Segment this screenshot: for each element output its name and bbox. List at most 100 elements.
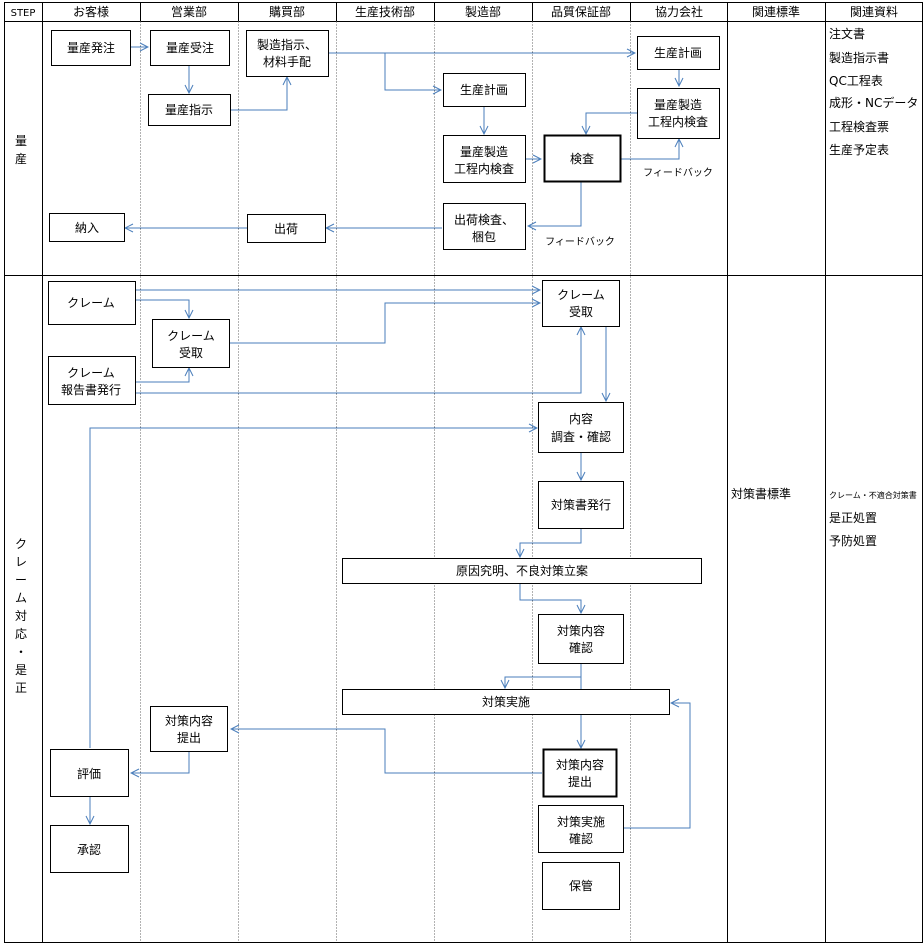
box-customer-claim[interactable] (48, 281, 136, 325)
label-ship: 出荷 (274, 222, 298, 236)
label-qa-inspect: 検査 (570, 152, 594, 166)
doc-inspection-sheet: 工程検査票 (829, 119, 889, 134)
header-related-documents: 関連資料 (850, 5, 898, 19)
label-feedback-mfg: フィードバック (545, 236, 615, 248)
box-mfg-plan[interactable] (443, 73, 526, 107)
connectors (90, 47, 691, 829)
box-deliver[interactable] (49, 213, 125, 242)
arrow-confirm-to-implement (505, 663, 582, 688)
label-qa-issue: 対策書発行 (551, 498, 611, 512)
box-implement[interactable] (342, 689, 670, 715)
label-sales-claim-receive-line2: 受取 (179, 346, 203, 360)
box-sales-submit[interactable] (150, 706, 228, 752)
box-qa-inspect[interactable] (543, 134, 622, 183)
box-sales-instruct[interactable] (148, 94, 231, 126)
step-mass-char-1: 量 (15, 134, 27, 148)
step-claim-char-6: 応 (15, 627, 27, 641)
step-claim-char-4: ム (15, 591, 27, 605)
box-customer-order[interactable] (51, 30, 131, 66)
arrow-sales-to-qa (230, 303, 540, 344)
box-qa-investigate[interactable] (538, 402, 624, 453)
header-manufacturing: 製造部 (465, 4, 501, 19)
label-qa-submit-line1: 対策内容 (556, 757, 604, 772)
step-claim-char-5: 対 (15, 609, 27, 623)
box-qa-submit[interactable] (542, 748, 618, 798)
label-feedback-partner: フィードバック (643, 167, 713, 179)
arrow-qa-feedback-partner (620, 139, 679, 160)
claim-labels: クレーム クレーム 報告書発行 クレーム 受取 クレーム 受取 内容 調査・確認… (61, 288, 611, 893)
arrow-impl-confirm-to-implement (624, 703, 691, 829)
box-qa-claim-receive[interactable] (542, 280, 620, 327)
doc-order: 注文書 (829, 26, 865, 41)
box-partner-inspect[interactable] (637, 88, 720, 139)
label-qa-claim-receive-line2: 受取 (569, 305, 593, 319)
header: STEP お客様 営業部 購買部 生産技術部 製造部 品質保証部 協力会社 関連… (11, 4, 898, 19)
label-ship-inspect-line1: 出荷検査、 (454, 213, 514, 227)
label-qa-investigate-line2: 調査・確認 (551, 429, 611, 444)
header-purchasing: 購買部 (269, 4, 305, 19)
box-qa-issue[interactable] (538, 481, 624, 529)
box-sales-receive[interactable] (150, 30, 230, 66)
box-customer-report[interactable] (48, 356, 136, 405)
header-related-standards: 関連標準 (752, 4, 800, 19)
label-store: 保管 (569, 878, 593, 893)
label-approve: 承認 (77, 842, 101, 857)
label-cause-analysis: 原因究明、不良対策立案 (456, 563, 588, 578)
box-ship[interactable] (247, 214, 326, 243)
header-step: STEP (11, 8, 36, 19)
arrow-issue-to-cause (520, 529, 582, 557)
label-mfg-plan: 生産計画 (460, 82, 508, 97)
label-customer-report-line2: 報告書発行 (61, 383, 121, 397)
step-labels: 量 産 ク レ ー ム 対 応 ・ 是 正 (15, 134, 27, 695)
box-purchase-instruct[interactable] (246, 30, 329, 77)
label-qa-submit-line2: 提出 (568, 774, 592, 789)
box-mfg-inspect[interactable] (443, 135, 526, 183)
box-sales-claim-receive[interactable] (152, 319, 230, 368)
header-quality-assurance: 品質保証部 (551, 4, 611, 19)
box-evaluate[interactable] (50, 749, 129, 797)
label-evaluate: 評価 (77, 766, 101, 781)
label-mfg-inspect-line1: 量産製造 (460, 144, 508, 159)
label-purchase-instruct-line1: 製造指示、 (257, 37, 317, 52)
doc-corrective-action: 是正処置 (829, 511, 877, 525)
step-claim-char-2: レ (15, 555, 27, 569)
label-qa-confirm-impl-line2: 確認 (569, 831, 593, 846)
box-qa-confirm-impl[interactable] (538, 805, 624, 853)
related-documents: 注文書 製造指示書 QC工程表 成形・NCデータ 工程検査票 生産予定表 クレー… (829, 26, 918, 548)
arrow-purchasing-to-mfg-plan (328, 52, 441, 90)
label-mfg-inspect-line2: 工程内検査 (454, 161, 514, 176)
claim-boxes (48, 280, 702, 910)
label-sales-submit-line1: 対策内容 (165, 713, 213, 728)
mass-boxes (49, 30, 720, 250)
label-sales-claim-receive-line1: クレーム (167, 329, 215, 343)
arrow-report-to-sales (136, 368, 189, 383)
lane-dividers (140, 21, 631, 943)
mass-labels: 量産発注 量産受注 量産指示 製造指示、 材料手配 生産計画 量産製造 工程内検… (67, 37, 708, 244)
arrow-partner-to-qa-inspect (586, 112, 638, 134)
box-store[interactable] (542, 862, 620, 910)
standard-claim: 対策書標準 (731, 486, 791, 501)
box-partner-plan[interactable] (637, 36, 720, 70)
outer-frame (4, 2, 923, 943)
arrow-sales-submit-to-evaluate (131, 751, 190, 773)
header-customer: お客様 (73, 4, 109, 19)
header-partner: 協力会社 (655, 4, 703, 19)
label-partner-plan: 生産計画 (654, 45, 702, 60)
arrow-claim-to-sales (136, 299, 189, 318)
label-customer-order: 量産発注 (67, 40, 115, 55)
doc-mfg-instruction: 製造指示書 (829, 50, 889, 65)
box-approve[interactable] (50, 825, 129, 873)
label-sales-receive: 量産受注 (166, 40, 214, 55)
label-partner-inspect-line2: 工程内検査 (648, 114, 708, 129)
doc-production-schedule: 生産予定表 (829, 142, 889, 157)
arrow-report-to-qa (136, 327, 581, 394)
label-implement: 対策実施 (482, 694, 530, 709)
box-ship-inspect[interactable] (443, 203, 526, 250)
arrow-qa-feedback-mfg (528, 182, 582, 226)
step-claim-char-1: ク (15, 537, 27, 551)
header-sales: 営業部 (171, 4, 207, 19)
arrow-qa-submit-to-sales (231, 729, 542, 774)
box-qa-confirm-content[interactable] (538, 614, 624, 664)
box-cause-analysis[interactable] (342, 558, 702, 584)
